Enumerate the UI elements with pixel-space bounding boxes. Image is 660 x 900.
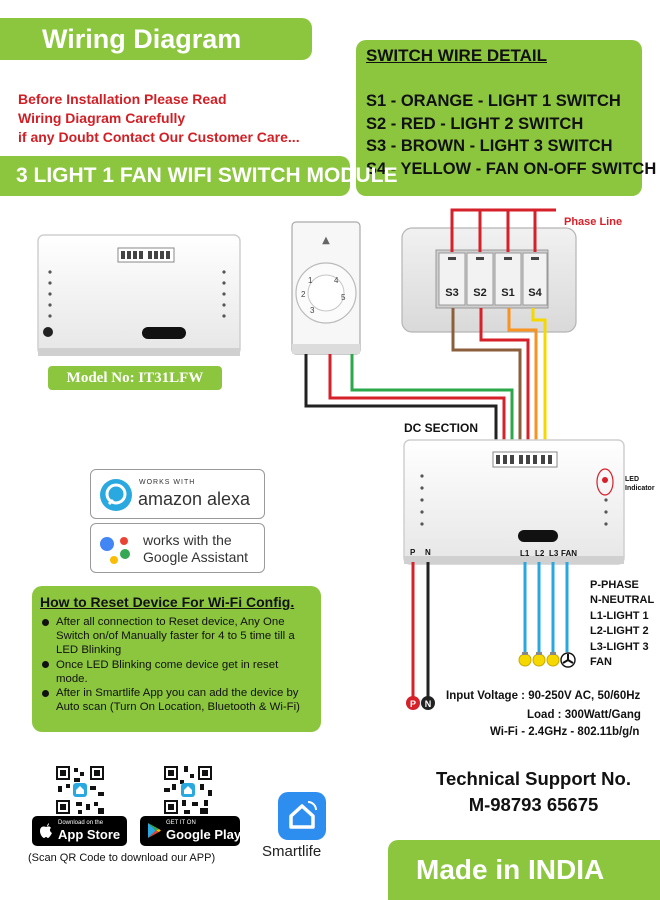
switch-wire-detail-box: SWITCH WIRE DETAIL S1 - ORANGE - LIGHT 1… <box>356 40 657 196</box>
googleplay-qr-code[interactable] <box>162 764 214 816</box>
technical-support: Technical Support No. M-98793 65675 <box>431 766 636 818</box>
installation-warning: Before Installation Please Read Wiring D… <box>18 90 300 147</box>
warning-line-1: Before Installation Please Read <box>18 91 227 107</box>
module-product-image <box>37 234 241 356</box>
switch-detail-s4: S4 - YELLOW - FAN ON-OFF SWITCH <box>366 159 657 178</box>
phase-terminal-letter: P <box>410 699 416 709</box>
terminal-label-l2: L2 <box>535 549 545 558</box>
terminal-legend: P-PHASE N-NEUTRAL L1-LIGHT 1 L2-LIGHT 2 … <box>590 578 654 670</box>
warning-line-2: Wiring Diagram Carefully <box>18 110 186 126</box>
module-title-banner: 3 LIGHT 1 FAN WIFI SWITCH MODULE <box>0 156 398 196</box>
apple-icon <box>40 823 52 838</box>
alexa-icon <box>100 479 132 511</box>
spec-wifi: Wi-Fi - 2.4GHz - 802.11b/g/n <box>490 726 640 738</box>
terminal-label-n: N <box>425 548 431 557</box>
switch-detail-s3: S3 - BROWN - LIGHT 3 SWITCH <box>366 137 613 155</box>
smartlife-label: Smartlife <box>262 843 322 860</box>
legend-item: P-PHASE <box>590 579 639 591</box>
spec-input-voltage: Input Voltage : 90-250V AC, 50/60Hz <box>446 690 641 702</box>
phase-line-wires <box>450 208 556 252</box>
model-number: Model No: IT31LFW <box>66 370 204 386</box>
google-works-with: works with the <box>143 532 232 548</box>
alexa-text: amazon alexa <box>138 489 251 509</box>
switch-rockers <box>438 252 548 306</box>
terminal-label-l1: L1 <box>520 549 530 558</box>
fan-regulator: ▲ 1 2 3 4 5 <box>291 221 361 355</box>
title-banner: Wiring Diagram <box>0 18 312 60</box>
google-play-icon <box>148 823 161 838</box>
googleplay-small-text: GET IT ON <box>166 820 196 826</box>
legend-item: N-NEUTRAL <box>590 594 655 607</box>
alexa-badge: WORKS WITH amazon alexa <box>90 469 265 519</box>
appstore-button[interactable]: Download on the App Store <box>32 816 127 846</box>
switch-plate: S3 S2 S1 S4 <box>401 227 577 333</box>
neutral-terminal <box>421 696 435 710</box>
appstore-small-text: Download on the <box>58 820 104 826</box>
phase-line-label: Phase Line <box>564 216 622 228</box>
terminal-label-p: P <box>410 548 416 557</box>
made-in-india-banner: Made in INDIA <box>388 840 660 900</box>
switch-label-s2: S2 <box>473 287 486 299</box>
switch-detail-s2: S2 - RED - LIGHT 2 SWITCH <box>366 114 584 133</box>
terminal-label-fan: FAN <box>561 549 577 558</box>
model-number-label: Model No: IT31LFW <box>48 366 222 390</box>
regulator-number-1: 1 <box>308 276 313 285</box>
legend-item: L1-LIGHT 1 <box>590 609 649 622</box>
scan-qr-note: (Scan QR Code to download our APP) <box>28 852 216 864</box>
google-assistant-badge: works with the Google Assistant <box>90 523 265 573</box>
reset-title: How to Reset Device For Wi-Fi Config. <box>40 594 295 610</box>
dc-section-label: DC SECTION <box>404 421 478 435</box>
alexa-works-with: WORKS WITH <box>139 479 196 486</box>
switch-detail-title: SWITCH WIRE DETAIL <box>366 46 547 65</box>
fan-icon <box>560 652 576 668</box>
reset-step-1: After all connection to Reset device, An… <box>40 615 313 658</box>
output-wires <box>523 562 569 652</box>
switch-output-wires <box>451 308 547 452</box>
google-assistant-text: Google Assistant <box>143 549 249 565</box>
bulb-icon <box>532 652 546 667</box>
neutral-terminal-letter: N <box>425 699 432 709</box>
googleplay-button[interactable]: GET IT ON Google Play <box>140 816 242 846</box>
support-title: Technical Support No. <box>436 768 631 789</box>
support-number: M-98793 65675 <box>468 794 599 815</box>
reset-step-3: After in Smartlife App you can add the d… <box>40 686 313 714</box>
regulator-number-2: 2 <box>301 290 306 299</box>
page-title: Wiring Diagram <box>42 24 242 54</box>
appstore-big-text: App Store <box>58 827 121 842</box>
input-wires <box>411 562 430 700</box>
google-assistant-icon <box>100 537 130 564</box>
regulator-wires <box>304 354 514 452</box>
made-in-india-text: Made in INDIA <box>416 854 605 885</box>
googleplay-big-text: Google Play <box>166 827 242 842</box>
reset-instructions-box: How to Reset Device For Wi-Fi Config. Af… <box>32 586 321 732</box>
regulator-number-3: 3 <box>310 306 315 315</box>
led-indicator-label-2: Indicator <box>625 485 655 492</box>
legend-item: FAN <box>590 656 612 669</box>
phase-terminal <box>406 696 420 710</box>
switch-detail-s1: S1 - ORANGE - LIGHT 1 SWITCH <box>366 92 621 110</box>
regulator-number-4: 4 <box>334 276 339 285</box>
bulb-icon <box>518 652 532 667</box>
legend-item: L3-LIGHT 3 <box>590 640 649 653</box>
appstore-qr-code[interactable] <box>54 764 106 816</box>
regulator-number-5: 5 <box>341 293 346 302</box>
spec-load: Load : 300Watt/Gang <box>527 709 641 721</box>
bulb-icon <box>546 652 560 667</box>
legend-item: L2-LIGHT 2 <box>590 625 649 638</box>
switch-label-s4: S4 <box>528 287 542 299</box>
smartlife-app-icon[interactable] <box>278 792 326 840</box>
reset-step-2: Once LED Blinking come device get in res… <box>40 658 313 686</box>
led-indicator-label-1: LED <box>625 476 639 483</box>
installed-module <box>403 439 625 565</box>
terminal-label-l3: L3 <box>549 549 559 558</box>
bulb-icons <box>518 652 560 667</box>
svg-text:▲: ▲ <box>322 235 330 246</box>
warning-line-3: if any Doubt Contact Our Customer Care..… <box>18 129 300 145</box>
switch-label-s1: S1 <box>501 287 514 299</box>
switch-label-s3: S3 <box>445 287 458 299</box>
module-title: 3 LIGHT 1 FAN WIFI SWITCH MODULE <box>16 164 398 187</box>
